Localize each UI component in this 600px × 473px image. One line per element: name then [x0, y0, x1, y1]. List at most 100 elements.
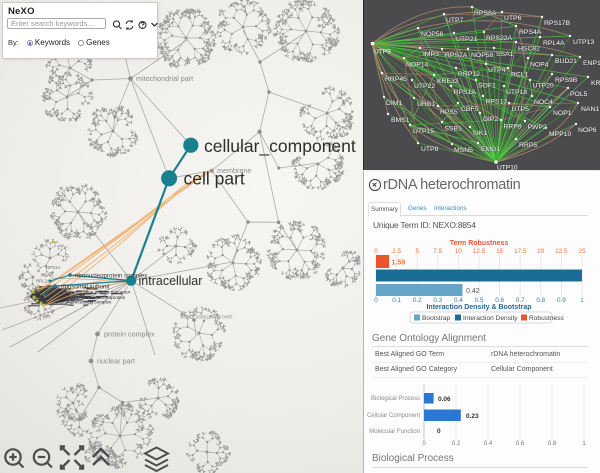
svg-text:10: 10 [455, 248, 463, 255]
svg-text:UTP5: UTP5 [512, 106, 530, 113]
svg-text:Molecular Function: Molecular Function [369, 429, 420, 435]
svg-text:2.5: 2.5 [392, 248, 401, 255]
svg-text:RPS8A: RPS8A [474, 10, 497, 17]
svg-text:0.42: 0.42 [466, 288, 480, 295]
svg-text:0: 0 [374, 297, 378, 304]
svg-text:mitochondrial part: mitochondrial part [136, 74, 193, 83]
svg-text:UTP18: UTP18 [506, 89, 527, 96]
svg-text:RPL4A: RPL4A [543, 40, 565, 47]
svg-text:0.8: 0.8 [536, 297, 545, 304]
svg-text:MSN5: MSN5 [454, 147, 473, 154]
svg-text:0.1: 0.1 [392, 297, 401, 304]
svg-text:nuclear part: nuclear part [97, 357, 135, 366]
svg-text:RRP45: RRP45 [385, 76, 407, 83]
svg-text:UTP8: UTP8 [421, 146, 439, 153]
svg-text:Robustness: Robustness [529, 315, 565, 322]
svg-text:20: 20 [537, 248, 545, 255]
svg-text:Biological Process: Biological Process [371, 396, 420, 402]
svg-text:RRP5: RRP5 [519, 142, 537, 149]
svg-text:0.2: 0.2 [413, 297, 422, 304]
svg-text:Interaction Density: Interaction Density [463, 315, 518, 322]
svg-text:site of polarized growth: site of polarized growth [181, 315, 233, 321]
svg-text:0: 0 [422, 441, 426, 447]
svg-text:small nucleolar ribonucleoprot: small nucleolar ribonucleoprotein [58, 295, 126, 300]
svg-text:cell part: cell part [184, 169, 245, 189]
svg-text:ribosomal large subunit precur: ribosomal large subunit precursor [62, 290, 131, 295]
svg-text:RRP9: RRP9 [504, 124, 522, 131]
svg-text:NOP1: NOP1 [553, 110, 572, 117]
svg-text:NOC4: NOC4 [534, 99, 553, 106]
svg-text:0.9: 0.9 [557, 297, 566, 304]
svg-text:UTP15: UTP15 [413, 128, 434, 135]
svg-text:NAN1: NAN1 [581, 106, 599, 113]
svg-text:protein complex: protein complex [104, 330, 155, 339]
svg-text:UTP22: UTP22 [414, 83, 435, 90]
svg-text:DIM1: DIM1 [386, 100, 402, 107]
svg-text:0.3: 0.3 [433, 297, 442, 304]
svg-text:NOP6: NOP6 [578, 127, 597, 134]
svg-text:1: 1 [580, 297, 584, 304]
svg-text:KRE33: KRE33 [437, 78, 459, 85]
svg-text:ENP1: ENP1 [583, 60, 600, 67]
svg-text:RRP12: RRP12 [458, 71, 480, 78]
svg-text:UTP13: UTP13 [573, 39, 594, 46]
svg-text:PWP2: PWP2 [528, 124, 547, 131]
svg-text:0.6: 0.6 [516, 441, 525, 447]
svg-text:0: 0 [374, 248, 378, 255]
svg-text:DIP2: DIP2 [483, 116, 498, 123]
svg-text:Term Robustness: Term Robustness [450, 240, 509, 247]
svg-text:0.6: 0.6 [495, 297, 504, 304]
svg-text:EMG1: EMG1 [481, 146, 500, 153]
svg-text:RPS5: RPS5 [440, 109, 458, 116]
svg-text:ribonucleoprotein complex: ribonucleoprotein complex [75, 273, 148, 280]
svg-text:ribosomal subunit: ribosomal subunit [61, 284, 110, 291]
svg-text:UTP7: UTP7 [446, 17, 464, 24]
svg-text:UTP20: UTP20 [533, 83, 554, 90]
svg-text:22.5: 22.5 [555, 248, 568, 255]
svg-text:CBF5: CBF5 [461, 106, 479, 113]
svg-text:SOF1: SOF1 [478, 83, 496, 90]
svg-text:RPS17B: RPS17B [544, 20, 571, 27]
svg-text:NOP4: NOP4 [530, 62, 549, 69]
svg-text:URB1: URB1 [417, 101, 435, 108]
svg-text:0.2: 0.2 [452, 441, 461, 447]
svg-text:RPS9B: RPS9B [555, 77, 578, 84]
svg-text:NOP14: NOP14 [406, 62, 429, 69]
svg-text:RPL2A: RPL2A [36, 279, 50, 284]
svg-text:BMS1: BMS1 [391, 117, 410, 124]
svg-text:IMP3: IMP3 [423, 51, 439, 58]
svg-text:0.8: 0.8 [548, 441, 557, 447]
svg-text:SIK1: SIK1 [472, 130, 487, 137]
svg-text:RPS1A: RPS1A [46, 265, 60, 270]
svg-text:MPP10: MPP10 [549, 131, 572, 138]
svg-text:Bootstrap: Bootstrap [422, 315, 451, 322]
svg-text:cellular_component: cellular_component [204, 136, 356, 157]
svg-text:KR: KR [591, 80, 600, 87]
svg-text:Interaction Density & Bootstra: Interaction Density & Bootstrap [426, 304, 531, 311]
svg-text:SSA1: SSA1 [496, 51, 514, 58]
svg-text:NOP58: NOP58 [471, 52, 494, 59]
svg-text:1: 1 [582, 441, 586, 447]
svg-text:UTP9: UTP9 [374, 49, 391, 56]
svg-text:0.4: 0.4 [454, 297, 463, 304]
svg-text:0.5: 0.5 [475, 297, 484, 304]
svg-text:RNA processing complex: RNA processing complex [60, 300, 112, 305]
svg-text:7.5: 7.5 [433, 248, 442, 255]
svg-text:BUD21: BUD21 [555, 58, 577, 65]
svg-text:RPS4A: RPS4A [519, 29, 542, 36]
svg-text:NOP56: NOP56 [421, 31, 444, 38]
svg-text:15: 15 [496, 248, 504, 255]
svg-text:POL5: POL5 [570, 91, 588, 98]
svg-text:UTP21: UTP21 [456, 36, 477, 43]
svg-text:0.06: 0.06 [438, 396, 451, 403]
svg-text:RPS13: RPS13 [486, 99, 508, 106]
svg-text:25: 25 [578, 248, 586, 255]
svg-text:UTP6: UTP6 [504, 15, 522, 22]
svg-text:RCL1: RCL1 [511, 72, 529, 79]
svg-text:UTP10: UTP10 [497, 165, 518, 171]
svg-text:0.4: 0.4 [484, 441, 493, 447]
svg-text:RPS22A: RPS22A [486, 35, 513, 42]
svg-text:17.5: 17.5 [514, 248, 527, 255]
svg-text:0: 0 [437, 428, 441, 435]
svg-text:HSC82: HSC82 [518, 46, 540, 53]
